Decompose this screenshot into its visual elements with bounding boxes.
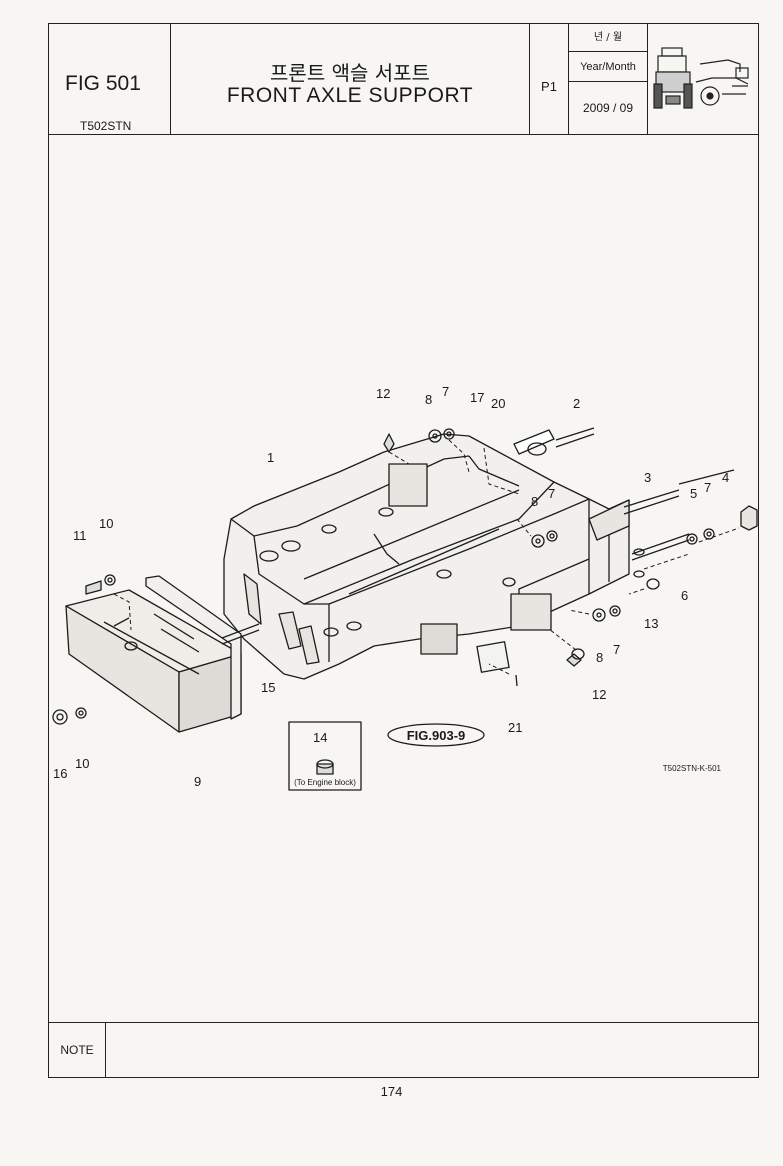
title-cell: 프론트 액슬 서포트 FRONT AXLE SUPPORT [171,24,530,134]
note-row: NOTE [49,1022,758,1078]
callout-21: 21 [508,720,522,735]
callout-2: 2 [573,396,580,411]
title-korean: 프론트 액슬 서포트 [270,61,430,85]
figure-number-cell: FIG 501 T502STN [49,24,171,134]
engine-block-inset [288,721,362,791]
date-label-english: Year/Month [569,52,647,82]
washers-and-nuts [52,428,758,725]
date-label-korean: 년 / 월 [569,24,647,52]
callout-7: 7 [442,384,449,399]
callout-17: 17 [470,390,484,405]
callout-10: 10 [75,756,89,771]
callout-7: 7 [704,480,711,495]
part-callouts: 12 8 7 17 20 2 1 3 5 7 4 8 7 6 13 8 7 12… [53,384,729,789]
bolts-and-studs [85,427,735,687]
callout-14: 14 [313,730,327,745]
callout-7: 7 [613,642,620,657]
callout-13: 13 [644,616,658,631]
date-cell: 년 / 월 Year/Month 2009 / 09 [569,24,648,134]
callout-4: 4 [722,470,729,485]
model-code: T502STN [80,119,132,133]
note-label: NOTE [49,1023,106,1078]
callout-6: 6 [681,588,688,603]
front-weight-bracket [65,575,242,733]
figure-number: FIG 501 [65,72,141,95]
title-english: FRONT AXLE SUPPORT [226,84,474,107]
callout-5: 5 [690,486,697,501]
callout-15: 15 [261,680,275,695]
callout-16: 16 [53,766,67,781]
callout-12: 12 [376,386,390,401]
callout-9: 9 [194,774,201,789]
page-number: 174 [380,1084,403,1099]
page-cell: P1 [530,24,569,134]
axle-support-frame [223,429,645,680]
inset-note: (To Engine block) [294,778,356,787]
callout-3: 3 [644,470,651,485]
callout-20: 20 [491,396,505,411]
callout-12: 12 [592,687,606,702]
date-value: 2009 / 09 [582,101,634,115]
drawing-code: T502STN-K-501 [663,764,722,773]
callout-10: 10 [99,516,113,531]
fig-ref-ellipse [387,723,485,747]
title-block: FIG 501 T502STN 프론트 액슬 서포트 FRONT AXLE SU… [49,24,758,135]
callout-8: 8 [596,650,603,665]
callout-11: 11 [73,528,87,543]
fig-reference: FIG.903-9 [407,728,466,743]
leader-lines [113,439,740,675]
callout-8: 8 [531,494,538,509]
callout-1: 1 [267,450,274,465]
page-frame: FIG 501 T502STN 프론트 액슬 서포트 FRONT AXLE SU… [48,23,759,1078]
callout-8: 8 [425,392,432,407]
exploded-view-drawing: 12 8 7 17 20 2 1 3 5 7 4 8 7 6 13 8 7 12… [52,384,758,791]
tractor-icon-cell [648,24,758,134]
callout-7: 7 [548,486,555,501]
tractor-icon [653,47,749,109]
page-code: P1 [541,79,557,94]
